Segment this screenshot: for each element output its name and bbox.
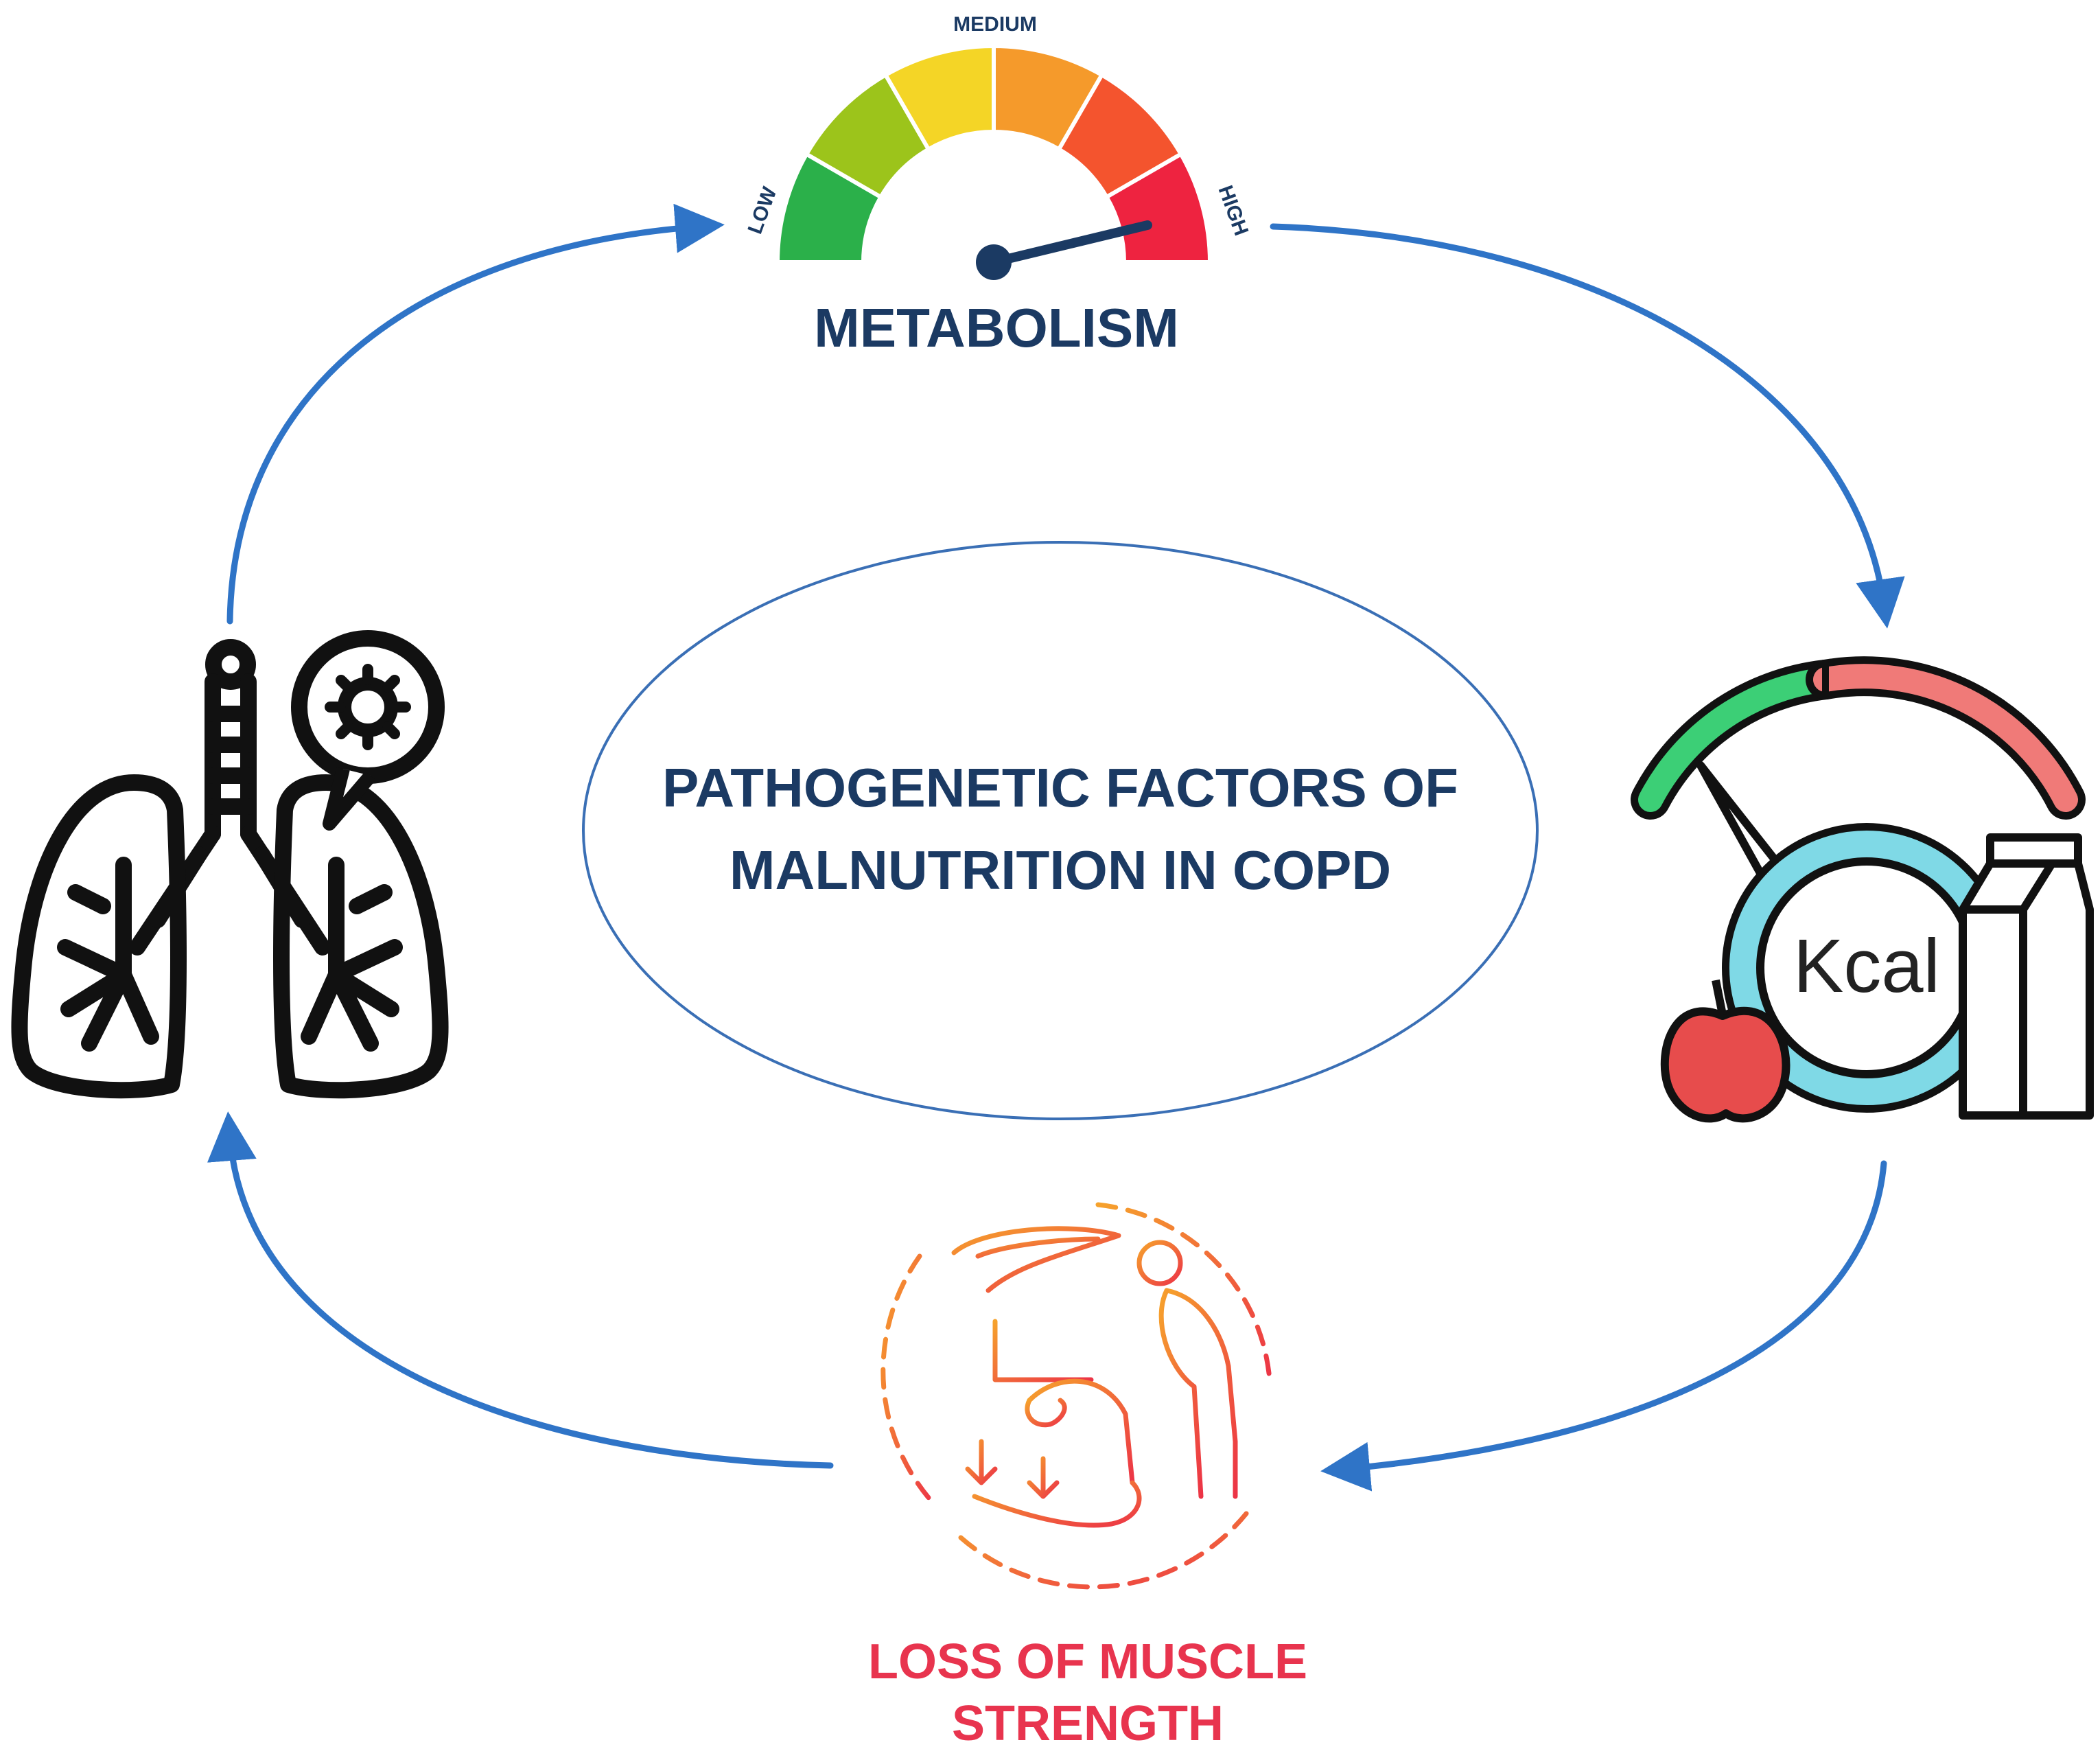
milk-carton-icon [1959, 833, 2094, 1120]
kcal-gauge-icon: Kcal [1631, 656, 2086, 1113]
gauge-segment-6 [1104, 151, 1213, 264]
muscle-loss-icon [880, 1202, 1279, 1590]
virus-icon [291, 630, 445, 831]
center-title-group: PATHOGENETIC FACTORS OF MALNUTRITION IN … [582, 541, 1539, 1120]
muscle-label-line-1: LOSS OF MUSCLE [868, 1634, 1307, 1689]
metabolism-label: METABOLISM [814, 297, 1179, 358]
arrow-muscle-to-lungs [207, 1111, 834, 1469]
cycle-arrows [207, 203, 1905, 1492]
lungs-icon [11, 639, 449, 1099]
gauge-needle [989, 220, 1152, 267]
center-title-line-1: PATHOGENETIC FACTORS OF [662, 757, 1458, 818]
center-title-line-2: MALNUTRITION IN COPD [730, 840, 1391, 901]
apple-icon [1660, 979, 1790, 1123]
gauge-medium-label: MEDIUM [953, 13, 1037, 36]
muscle-label-line-2: STRENGTH [952, 1696, 1224, 1751]
gauge-low-label: LOW [744, 184, 782, 238]
arrow-kcal-to-muscle [1320, 1160, 1887, 1492]
arrow-lungs-to-metabolism [226, 203, 725, 625]
kcal-label: Kcal [1793, 924, 1940, 1008]
gauge-needle-hub [976, 244, 1012, 280]
center-ellipse [582, 541, 1539, 1120]
gauge-high-label: HIGH [1214, 183, 1253, 239]
arrow-metabolism-to-kcal [1270, 223, 1905, 629]
gauge-segments [775, 43, 1213, 264]
metabolism-gauge-icon: LOW MEDIUM HIGH METABOLISM [744, 13, 1253, 358]
